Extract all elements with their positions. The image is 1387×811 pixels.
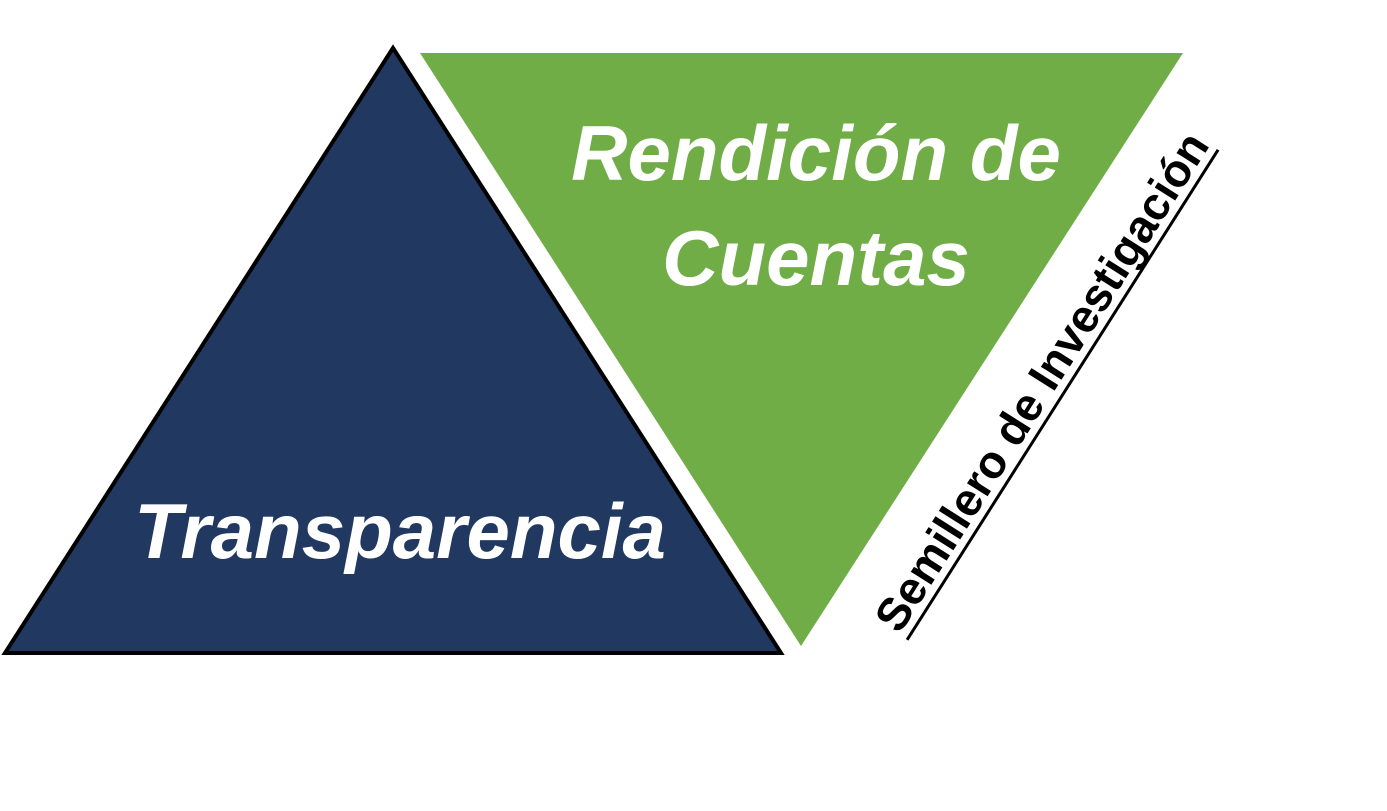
side-caption-underline — [905, 148, 1220, 641]
downward-triangle-shape — [420, 53, 1183, 646]
upward-triangle-shape — [1, 44, 785, 655]
rendicion-label-line-2: Cuentas — [662, 214, 970, 302]
transparencia-label: Transparencia — [134, 487, 666, 575]
rendicion-label-line-1: Rendición de — [571, 109, 1061, 197]
